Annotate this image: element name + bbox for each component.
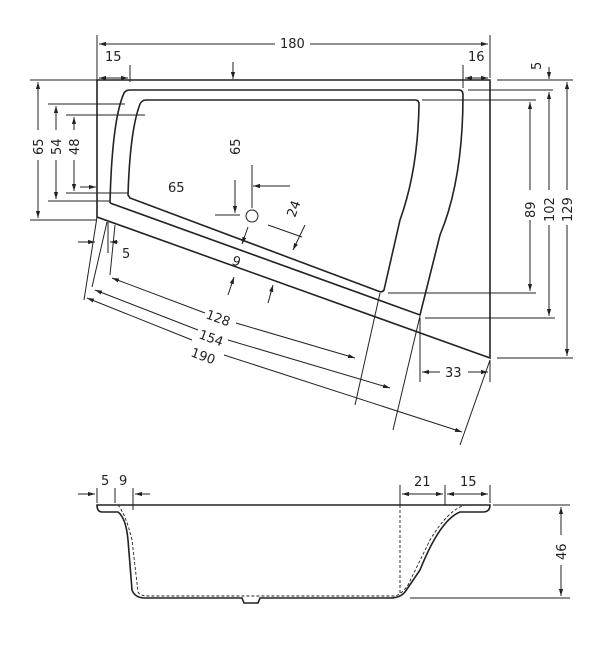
dim-drain-offset: 24	[285, 199, 305, 220]
dim-right-outer-height: 129	[561, 197, 576, 222]
dim-bowl-width: 65	[168, 181, 185, 196]
dim-left-rim-height: 54	[50, 138, 65, 155]
dim-right-rim-height: 102	[543, 197, 558, 222]
section-dim-right-rim: 15	[460, 475, 477, 490]
section-outline	[96, 504, 491, 604]
plan-view: 180 15 16 5 65 54 48 65 65 24 5 9 128 15…	[30, 35, 576, 446]
dim-right-corner: 33	[445, 366, 462, 381]
section-dim-left-slope: 9	[119, 474, 127, 489]
dim-right-rim: 16	[468, 50, 485, 65]
dim-outer-front-length: 190	[189, 346, 217, 369]
outer-outline	[96, 79, 491, 360]
dim-top-rim: 5	[530, 62, 545, 70]
section-inner-dashed	[117, 504, 466, 597]
section-view: 5 9 21 15 46	[78, 474, 570, 604]
dim-front-rim-left: 5	[122, 247, 130, 262]
dim-total-width: 180	[280, 37, 305, 52]
dim-bowl-front-length: 128	[204, 308, 232, 331]
bowl-outline	[127, 99, 420, 293]
dim-left-outer-height: 65	[32, 138, 47, 155]
dim-rim-front-length: 154	[197, 328, 225, 351]
rim-outline	[109, 89, 464, 317]
dim-left-bowl-height: 48	[68, 138, 83, 155]
dim-left-rim: 15	[105, 50, 122, 65]
drain-circle	[245, 209, 259, 223]
dim-right-bowl-height: 89	[524, 201, 539, 218]
section-dim-depth: 46	[555, 543, 570, 560]
dim-bowl-depth: 65	[229, 138, 244, 155]
section-dim-left-rim: 5	[101, 474, 109, 489]
section-dim-right-slope: 21	[414, 475, 431, 490]
